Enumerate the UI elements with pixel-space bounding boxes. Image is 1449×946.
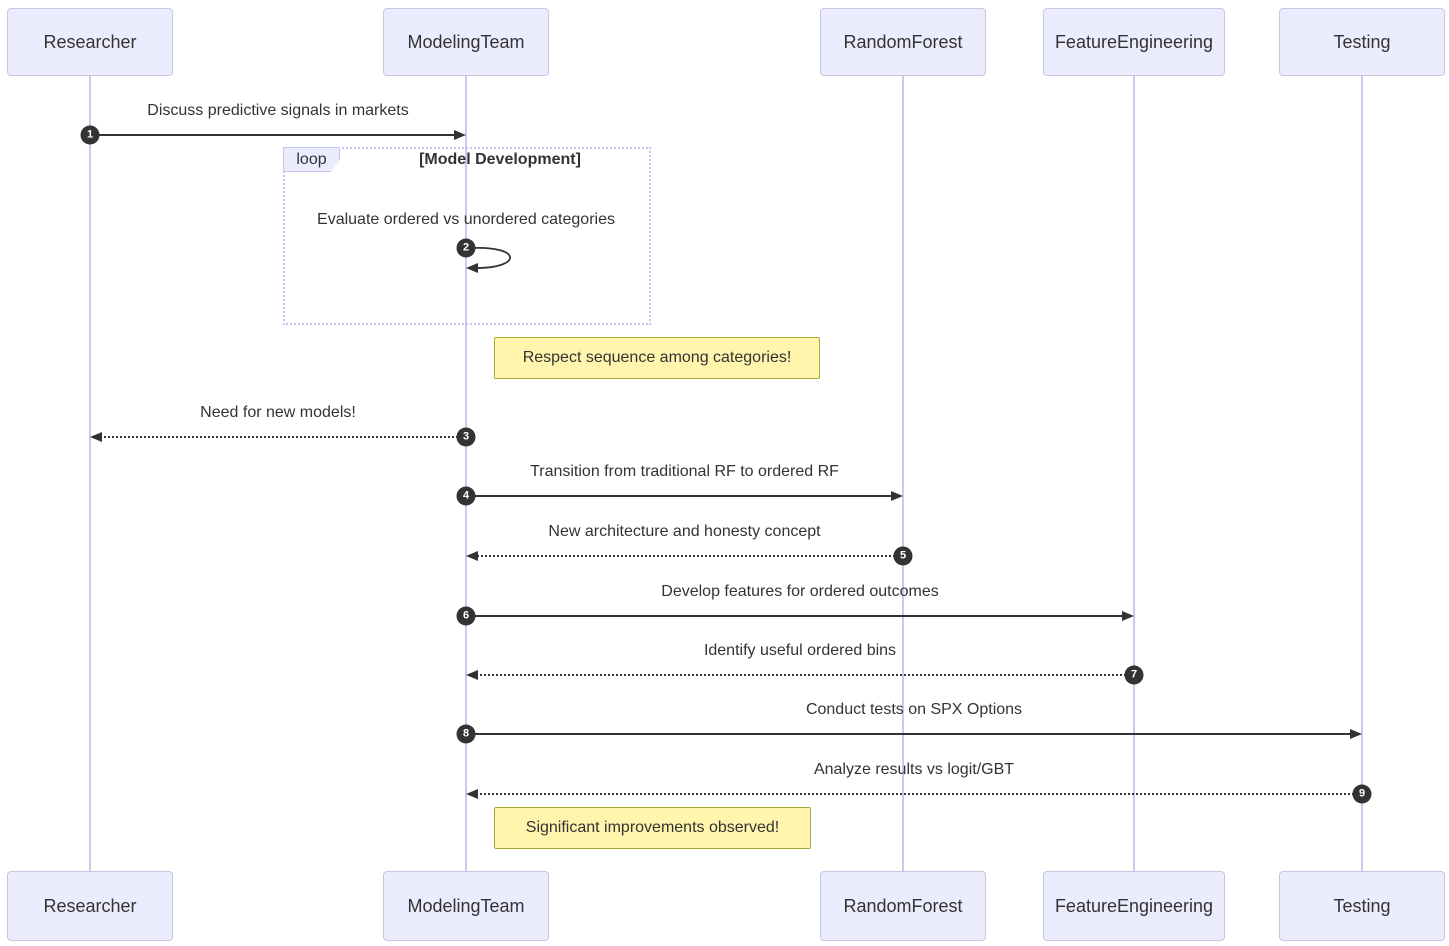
message-line-8 [466, 733, 1359, 735]
actor-bottom-testing: Testing [1279, 871, 1445, 941]
message-text-5: New architecture and honesty concept [548, 523, 821, 540]
lifeline-researcher [89, 76, 91, 871]
message-arrowhead-8 [1350, 729, 1362, 739]
message-text-7: Identify useful ordered bins [703, 642, 897, 659]
message-text-1: Discuss predictive signals in markets [147, 102, 409, 119]
message-text-6: Develop features for ordered outcomes [661, 583, 939, 600]
message-line-9 [469, 793, 1362, 795]
message-number-1: 1 [80, 125, 100, 145]
message-text-9: Analyze results vs logit/GBT [813, 761, 1015, 778]
lifeline-featureengineering [1133, 76, 1135, 871]
message-number-2: 2 [456, 238, 476, 258]
message-number-5: 5 [893, 546, 913, 566]
actor-top-researcher: Researcher [7, 8, 173, 76]
message-number-8: 8 [456, 724, 476, 744]
message-arrowhead-7 [466, 670, 478, 680]
message-number-6: 6 [456, 606, 476, 626]
message-arrowhead-5 [466, 551, 478, 561]
message-arrowhead-3 [90, 432, 102, 442]
message-line-5 [469, 555, 903, 557]
message-arrowhead-6 [1122, 611, 1134, 621]
lifeline-randomforest [902, 76, 904, 871]
loop-title: [Model Development] [419, 151, 581, 168]
message-number-7: 7 [1124, 665, 1144, 685]
self-loop-arrow-2 [466, 247, 511, 273]
message-arrowhead-9 [466, 789, 478, 799]
message-number-4: 4 [456, 486, 476, 506]
lifeline-modelingteam [465, 76, 467, 871]
message-line-3 [93, 436, 466, 438]
message-text-4: Transition from traditional RF to ordere… [530, 463, 839, 480]
message-line-6 [466, 615, 1131, 617]
actor-bottom-randomforest: RandomForest [820, 871, 986, 941]
message-line-7 [469, 674, 1134, 676]
loop-frame [283, 147, 651, 325]
loop-label: loop [283, 147, 340, 172]
message-text-2: Evaluate ordered vs unordered categories [317, 211, 615, 228]
message-line-4 [466, 495, 900, 497]
actor-bottom-modelingteam: ModelingTeam [383, 871, 549, 941]
actor-top-testing: Testing [1279, 8, 1445, 76]
actor-bottom-featureengineering: FeatureEngineering [1043, 871, 1225, 941]
message-line-1 [90, 134, 463, 136]
note-1: Respect sequence among categories! [494, 337, 820, 379]
actor-top-modelingteam: ModelingTeam [383, 8, 549, 76]
lifeline-testing [1361, 76, 1363, 871]
message-number-9: 9 [1352, 784, 1372, 804]
message-arrowhead-1 [454, 130, 466, 140]
message-text-3: Need for new models! [200, 404, 356, 421]
message-number-3: 3 [456, 427, 476, 447]
message-text-8: Conduct tests on SPX Options [805, 701, 1023, 718]
actor-top-randomforest: RandomForest [820, 8, 986, 76]
actor-top-featureengineering: FeatureEngineering [1043, 8, 1225, 76]
actor-bottom-researcher: Researcher [7, 871, 173, 941]
note-2: Significant improvements observed! [494, 807, 811, 849]
message-arrowhead-4 [891, 491, 903, 501]
